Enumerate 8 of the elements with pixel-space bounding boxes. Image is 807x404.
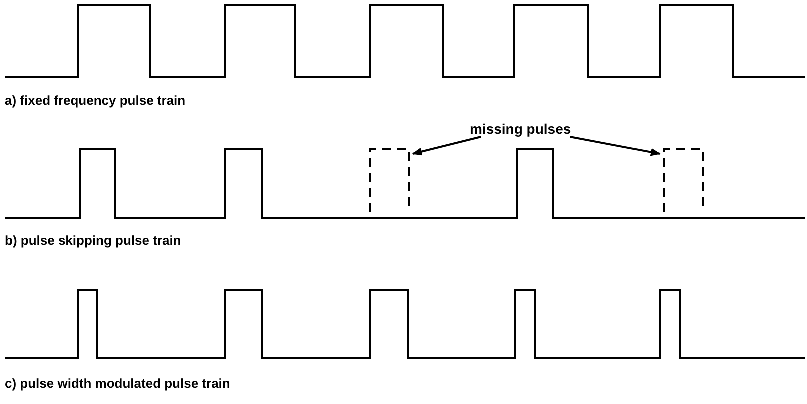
waveform-caption: c) pulse width modulated pulse train: [5, 376, 230, 391]
waveform-caption: a) fixed frequency pulse train: [5, 93, 186, 108]
waveform-caption: b) pulse skipping pulse train: [5, 233, 182, 248]
arrow: [570, 136, 661, 156]
missing-pulse-outline: [663, 148, 704, 212]
missing-pulse-outline: [369, 148, 410, 212]
arrow: [412, 136, 482, 156]
annotation-text: missing pulses: [470, 121, 572, 137]
